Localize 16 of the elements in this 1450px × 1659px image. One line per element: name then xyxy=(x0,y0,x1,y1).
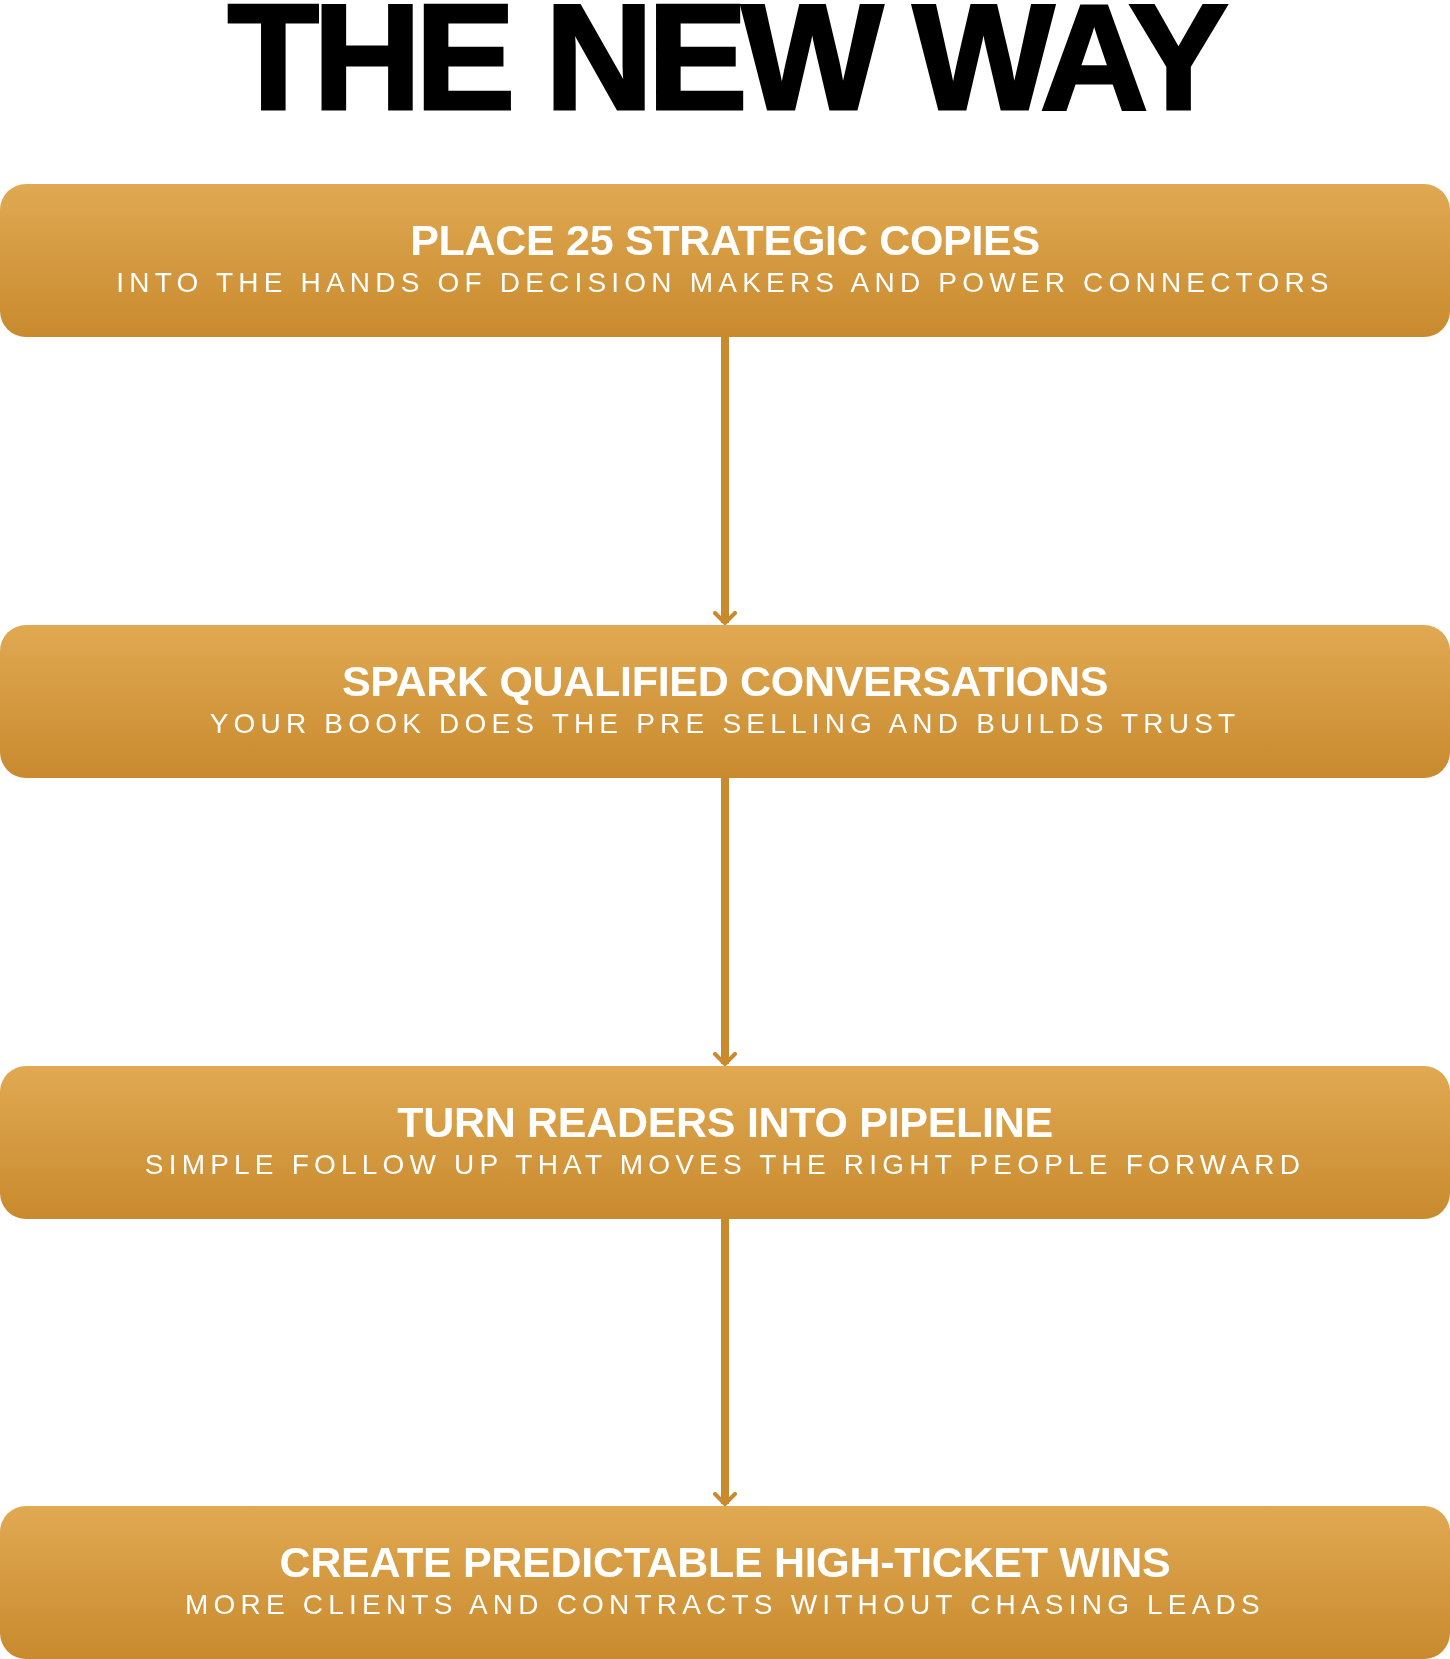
arrow xyxy=(713,1219,737,1506)
step-description: INTO THE HANDS OF DECISION MAKERS AND POWER CONNECTORS xyxy=(116,266,1334,300)
step-box xyxy=(0,625,1450,778)
step-description: MORE CLIENTS AND CONTRACTS WITHOUT CHASING LEADS xyxy=(185,1588,1265,1622)
step-box xyxy=(0,184,1450,337)
step-heading: PLACE 25 STRATEGIC COPIES xyxy=(410,215,1040,265)
title: THE NEW WAY xyxy=(226,0,1225,132)
step-box xyxy=(0,1066,1450,1219)
step-heading: TURN READERS INTO PIPELINE xyxy=(397,1097,1053,1147)
step-heading: CREATE PREDICTABLE HIGH-TICKET WINS xyxy=(279,1537,1171,1587)
step-heading: SPARK QUALIFIED CONVERSATIONS xyxy=(341,656,1109,706)
arrow xyxy=(713,778,737,1066)
arrow xyxy=(713,337,737,625)
step-description: YOUR BOOK DOES THE PRE SELLING AND BUILDS TRUST xyxy=(209,707,1241,741)
step-box xyxy=(0,1506,1450,1659)
step-description: SIMPLE FOLLOW UP THAT MOVES THE RIGHT PEOPLE FORWARD xyxy=(144,1148,1306,1182)
